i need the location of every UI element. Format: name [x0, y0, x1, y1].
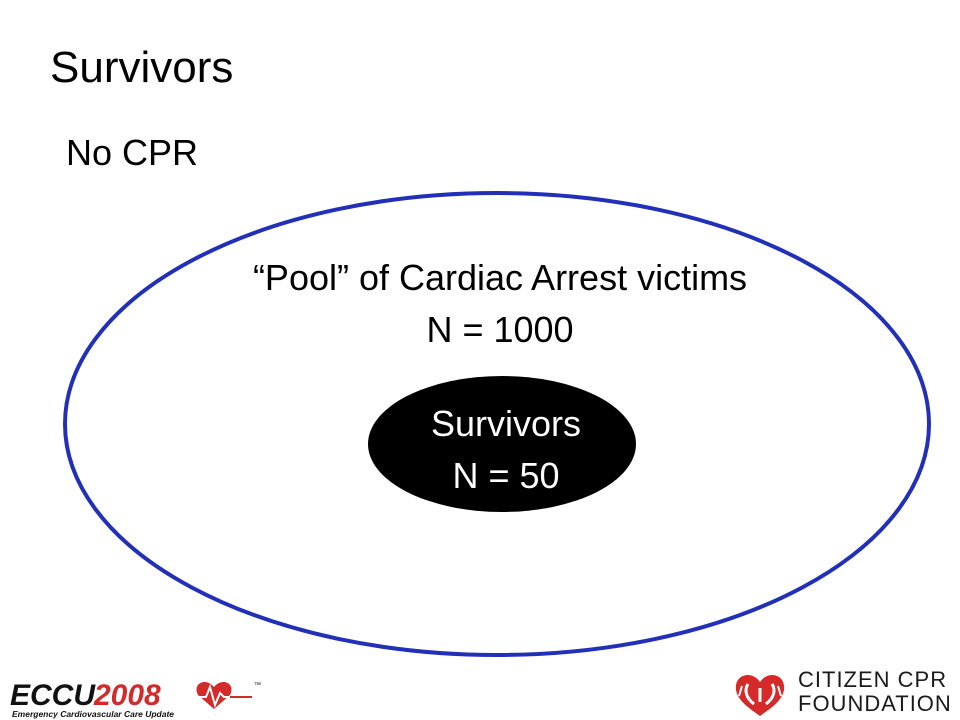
eccu-year: 2008: [93, 679, 161, 712]
eccu-2008-logo: ECCU 2008 ™ Emergency Cardiovascular Car…: [10, 679, 261, 719]
survivors-label-line1: Survivors: [430, 403, 582, 444]
slide-subtitle: No CPR: [66, 132, 199, 173]
citizen-cpr-line1: CITIZEN CPR: [798, 667, 948, 692]
citizen-cpr-logo: CITIZEN CPR FOUNDATION: [730, 668, 956, 718]
slide-title: Survivors: [50, 43, 234, 92]
pool-label-line1: “Pool” of Cardiac Arrest victims: [252, 257, 748, 298]
survivors-ellipse: [368, 376, 636, 512]
eccu-tm: ™: [254, 682, 261, 689]
citizen-cpr-line2: FOUNDATION: [798, 691, 952, 716]
survivors-label: Survivors N = 50: [386, 398, 626, 502]
eccu-mark: ECCU: [10, 679, 96, 712]
pool-label: “Pool” of Cardiac Arrest victims N = 100…: [160, 252, 840, 356]
citizen-cpr-wordmark: CITIZEN CPR FOUNDATION: [798, 668, 952, 716]
heart-ecg-icon: [194, 681, 252, 709]
eccu-tagline: Emergency Cardiovascular Care Update: [12, 709, 174, 719]
pool-label-line2: N = 1000: [426, 309, 574, 350]
hands-heart-icon: [735, 675, 785, 716]
survivors-label-line2: N = 50: [452, 455, 560, 496]
pool-ellipse: [63, 191, 931, 657]
